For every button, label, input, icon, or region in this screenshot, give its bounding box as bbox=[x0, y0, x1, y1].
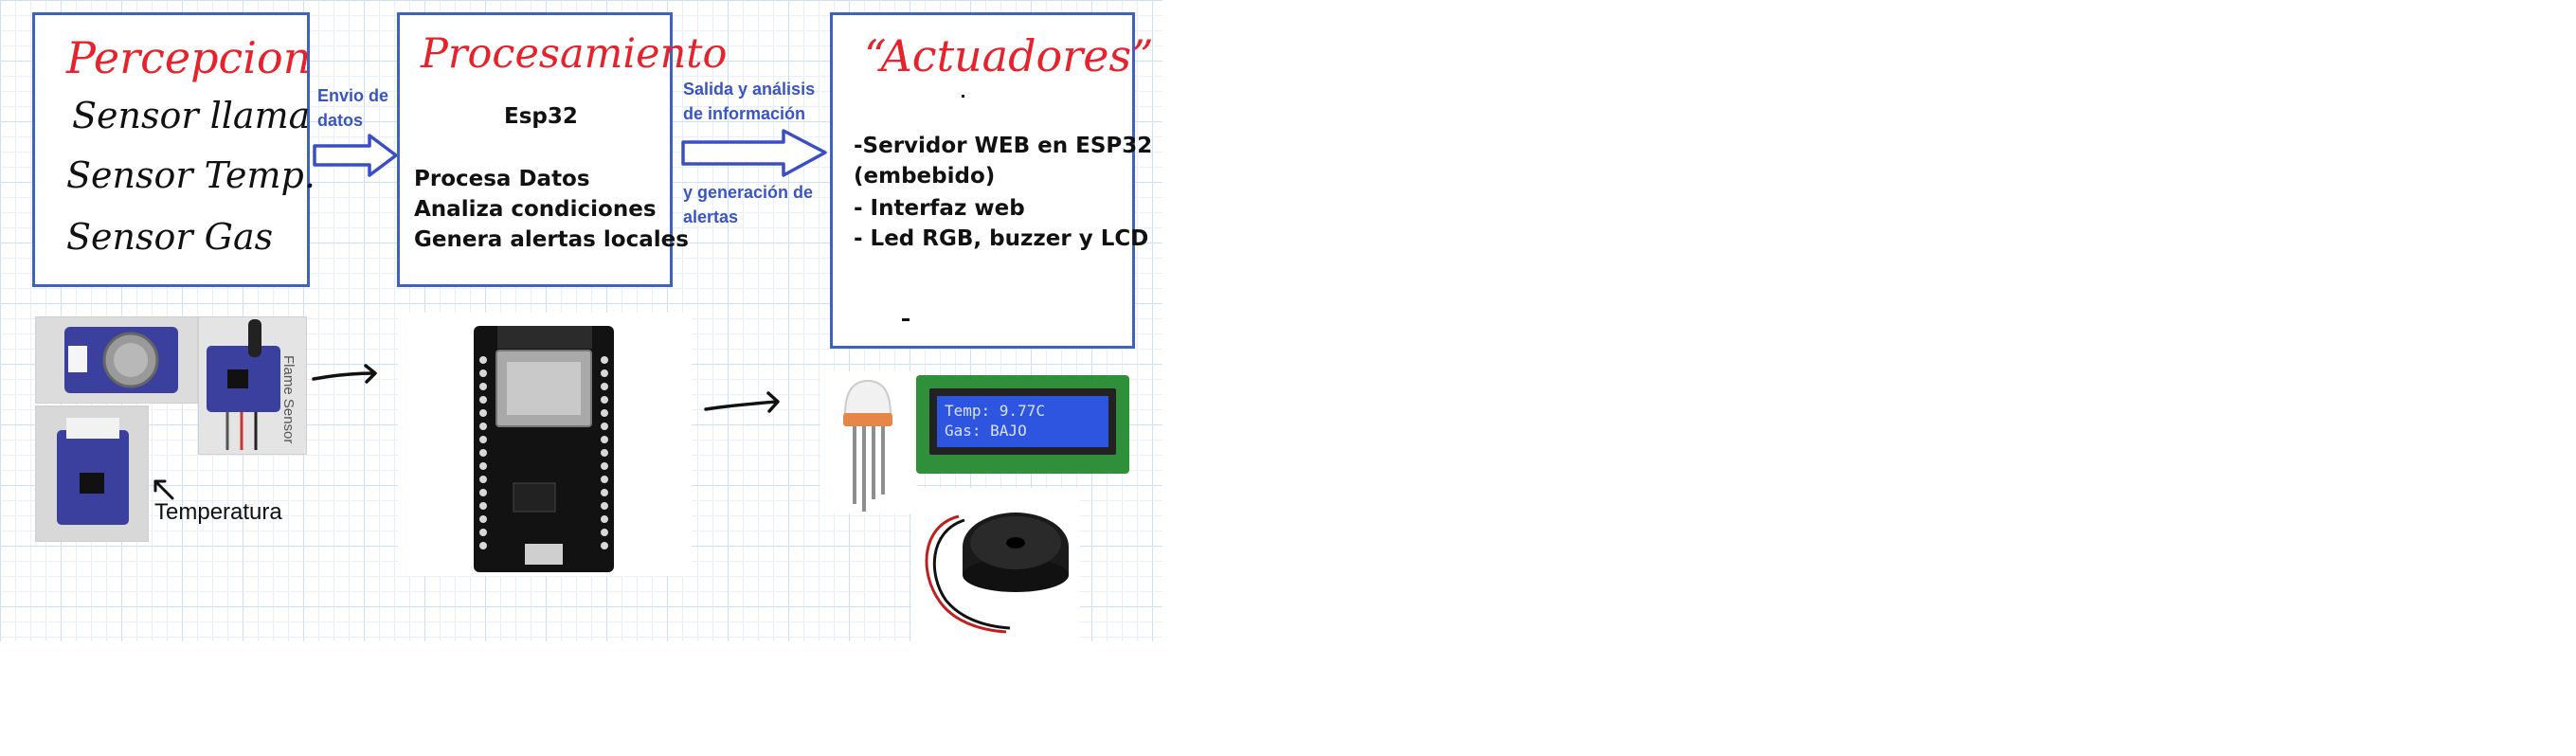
actuators-item-web: - Interfaz web bbox=[854, 196, 1025, 221]
sensors-to-esp32-arrow bbox=[312, 364, 377, 384]
diagram-canvas: Percepcion Sensor llama Sensor Temp. Sen… bbox=[0, 0, 1162, 641]
temperature-pointer-arrow bbox=[153, 479, 174, 500]
processing-item-analyze: Analiza condiciones bbox=[414, 197, 657, 222]
output-label-bottom-line2: alertas bbox=[683, 207, 739, 226]
lcd-line-2: Gas: BAJO bbox=[945, 422, 1027, 440]
send-data-label: Envio de datos bbox=[317, 83, 388, 133]
output-label-bottom: y generación de alertas bbox=[683, 180, 813, 229]
output-label-top-line2: de información bbox=[683, 104, 806, 123]
esp32-pins-right bbox=[601, 356, 608, 549]
actuators-item-server: -Servidor WEB en ESP32 bbox=[854, 134, 1153, 158]
actuators-item-embedded: (embebido) bbox=[854, 164, 996, 189]
buzzer-photo bbox=[911, 488, 1080, 641]
lcd-module-photo: Temp: 9.77C Gas: BAJO bbox=[916, 375, 1129, 474]
esp32-to-actuators-arrow bbox=[704, 391, 780, 413]
perception-item-temp: Sensor Temp. bbox=[66, 154, 315, 196]
rgb-led-illustration bbox=[843, 379, 892, 512]
temperature-label: Temperatura bbox=[154, 499, 282, 525]
output-label-top-line1: Salida y análisis bbox=[683, 80, 816, 99]
send-data-arrow bbox=[313, 134, 398, 177]
rgb-led-photo bbox=[820, 371, 917, 513]
output-label-top: Salida y análisis de información bbox=[683, 77, 815, 126]
processing-title: Procesamiento bbox=[421, 30, 728, 78]
gas-sensor-photo bbox=[35, 316, 198, 404]
gas-sensor-illustration bbox=[64, 327, 178, 393]
perception-box bbox=[32, 12, 310, 287]
perception-title: Percepcion bbox=[66, 32, 312, 83]
output-arrow bbox=[681, 129, 827, 177]
processing-item-process: Procesa Datos bbox=[414, 167, 590, 191]
actuators-box bbox=[830, 12, 1135, 349]
esp32-pins-left bbox=[479, 356, 487, 549]
actuators-item-led: - Led RGB, buzzer y LCD bbox=[854, 226, 1149, 251]
send-data-label-line1: Envio de bbox=[317, 86, 389, 105]
perception-item-flame: Sensor llama bbox=[72, 95, 311, 136]
perception-item-gas: Sensor Gas bbox=[66, 216, 274, 258]
actuators-title: “Actuadores” bbox=[864, 30, 1154, 81]
processing-box bbox=[397, 12, 673, 287]
actuators-cursor-mark bbox=[902, 318, 910, 321]
temp-sensor-photo bbox=[35, 405, 149, 542]
esp32-photo bbox=[398, 313, 692, 576]
actuators-dot bbox=[962, 95, 964, 98]
lcd-display: Temp: 9.77C Gas: BAJO bbox=[937, 396, 1108, 447]
lcd-line-1: Temp: 9.77C bbox=[945, 402, 1045, 420]
flame-sensor-photo: Flame Sensor bbox=[198, 316, 307, 455]
temp-sensor-illustration bbox=[57, 418, 129, 525]
flame-sensor-text: Flame Sensor bbox=[280, 355, 297, 444]
processing-item-alerts: Genera alertas locales bbox=[414, 227, 689, 252]
output-label-bottom-line1: y generación de bbox=[683, 183, 814, 202]
flame-sensor-illustration bbox=[207, 319, 280, 450]
processing-chip-label: Esp32 bbox=[504, 104, 578, 129]
lcd-screen: Temp: 9.77C Gas: BAJO bbox=[929, 388, 1116, 455]
esp32-illustration bbox=[474, 326, 614, 572]
send-data-label-line2: datos bbox=[317, 111, 364, 130]
buzzer-illustration bbox=[925, 513, 1069, 634]
